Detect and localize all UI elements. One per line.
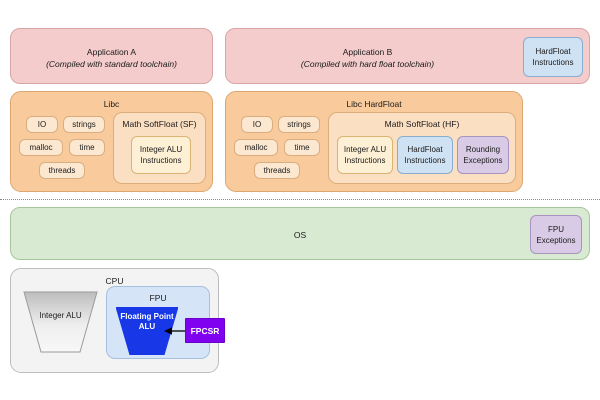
fpu-box: FPU Floating Point ALU FPCSR bbox=[106, 286, 225, 359]
math-sf-item-integer-alu: Integer ALU Instructions bbox=[131, 136, 191, 174]
application-b-subtitle: (Compiled with hard float toolchain) bbox=[300, 59, 435, 69]
libc-component-io: IO bbox=[26, 116, 58, 133]
os-box: OS FPU Exceptions bbox=[10, 207, 590, 260]
application-b-box: Application B (Compiled with hard float … bbox=[225, 28, 590, 84]
libc-hf-component-malloc: malloc bbox=[234, 139, 278, 156]
fpcsr-to-alu-arrow bbox=[164, 327, 185, 335]
math-softfloat-sf-title: Math SoftFloat (SF) bbox=[122, 119, 197, 129]
libc-component-strings: strings bbox=[63, 116, 105, 133]
cpu-box: CPU Integer ALU FPU Floating Point ALU F… bbox=[10, 268, 225, 373]
libc-hf-component-threads: threads bbox=[254, 162, 300, 179]
libc-hf-component-io: IO bbox=[241, 116, 273, 133]
os-fpu-exceptions-badge: FPU Exceptions bbox=[530, 215, 582, 254]
application-a-title: Application A (Compiled with standard to… bbox=[11, 46, 212, 70]
floating-point-alu-shape bbox=[116, 307, 178, 355]
application-b-title: Application B (Compiled with hard float … bbox=[226, 46, 509, 70]
application-b-name: Application B bbox=[342, 47, 393, 57]
math-softfloat-hf-box: Math SoftFloat (HF) Integer ALU Instruct… bbox=[328, 112, 516, 184]
libc-component-threads: threads bbox=[39, 162, 85, 179]
libc-hf-component-strings: strings bbox=[278, 116, 320, 133]
libc-box: Libc IO strings malloc time threads Math… bbox=[10, 91, 213, 192]
libc-title: Libc bbox=[103, 99, 120, 109]
math-softfloat-hf-title: Math SoftFloat (HF) bbox=[384, 119, 460, 129]
math-softfloat-sf-box: Math SoftFloat (SF) Integer ALU Instruct… bbox=[113, 112, 206, 184]
application-a-name: Application A bbox=[86, 47, 137, 57]
libc-hf-component-time: time bbox=[284, 139, 320, 156]
libc-hardfloat-box: Libc HardFloat IO strings malloc time th… bbox=[225, 91, 523, 192]
application-b-hardfloat-badge: HardFloat Instructions bbox=[523, 37, 583, 77]
math-hf-item-rounding-exceptions: Rounding Exceptions bbox=[457, 136, 509, 174]
application-a-subtitle: (Compiled with standard toolchain) bbox=[46, 59, 177, 69]
os-title: OS bbox=[293, 230, 307, 240]
fpu-title: FPU bbox=[149, 293, 167, 303]
userspace-kernel-divider bbox=[0, 199, 600, 200]
cpu-title: CPU bbox=[105, 276, 124, 286]
math-hf-item-integer-alu: Integer ALU Instructions bbox=[337, 136, 393, 174]
math-hf-item-hardfloat: HardFloat Instructions bbox=[397, 136, 453, 174]
libc-component-time: time bbox=[69, 139, 105, 156]
integer-alu-shape bbox=[23, 291, 98, 353]
application-a-box: Application A (Compiled with standard to… bbox=[10, 28, 213, 84]
libc-hardfloat-title: Libc HardFloat bbox=[346, 99, 402, 109]
fpcsr-register: FPCSR bbox=[185, 318, 225, 343]
libc-component-malloc: malloc bbox=[19, 139, 63, 156]
